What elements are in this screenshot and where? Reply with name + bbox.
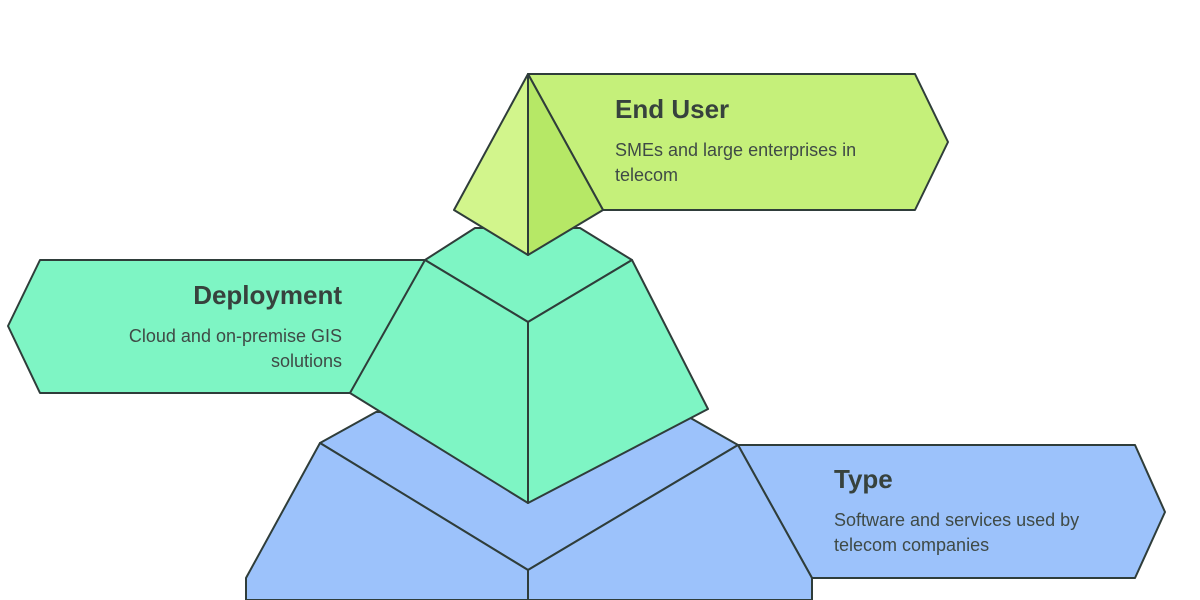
- end-user-pyramid-right-face: [527, 73, 604, 256]
- type-layer-right-face: [527, 444, 813, 600]
- deployment-banner: [7, 259, 426, 394]
- end-user-pyramid-left-face: [453, 73, 529, 256]
- end-user-description: SMEs and large enterprises in telecom: [615, 140, 857, 185]
- deployment-layer-right-face: [527, 259, 709, 504]
- deployment-description: Cloud and on-premise GIS solutions: [128, 326, 342, 371]
- type-title: Type: [834, 464, 893, 494]
- deployment-title: Deployment: [193, 280, 342, 310]
- end-user-label: End User SMEs and large enterprises in t…: [615, 94, 915, 188]
- type-label: Type Software and services used by telec…: [834, 464, 1134, 558]
- deployment-label: Deployment Cloud and on-premise GIS solu…: [60, 280, 342, 374]
- type-layer-left-face: [245, 442, 529, 600]
- type-description: Software and services used by telecom co…: [834, 510, 1080, 555]
- end-user-title: End User: [615, 94, 730, 124]
